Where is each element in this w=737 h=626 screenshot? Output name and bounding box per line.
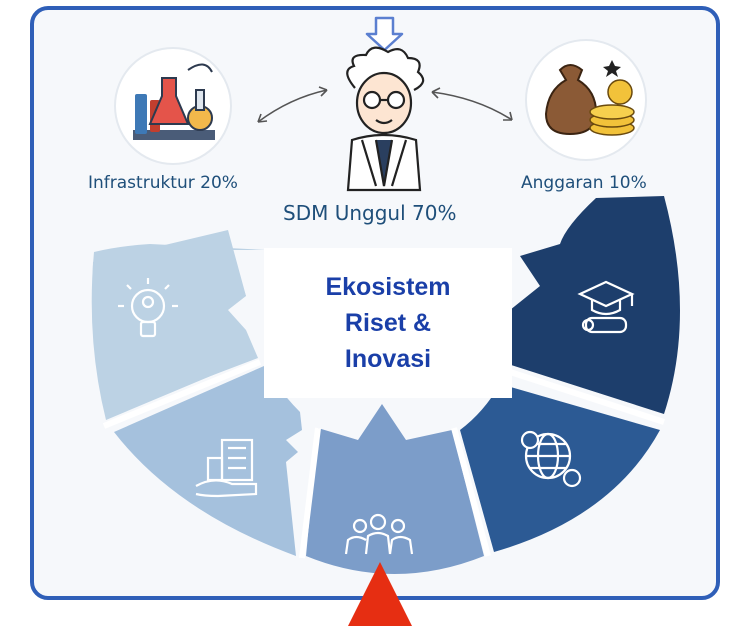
city-building-icon	[195, 438, 258, 498]
center-title-line-1: Ekosistem	[325, 273, 451, 301]
graduation-diploma-icon	[577, 280, 635, 334]
lab-equipment-icon	[114, 47, 232, 165]
people-segment	[306, 404, 484, 574]
connector-arrow-right	[431, 87, 513, 121]
down-arrow-icon	[365, 16, 404, 52]
infrastructure-label: Infrastruktur 20%	[88, 173, 238, 193]
education-segment	[500, 196, 680, 414]
money-bag-icon	[525, 39, 647, 161]
sdm-label: SDM Unggul 70%	[283, 201, 456, 225]
segment-dividers	[102, 359, 665, 559]
people-group-icon	[344, 513, 414, 555]
center-title-line-2: Riset &	[344, 309, 432, 337]
idea-segment-main	[92, 230, 258, 415]
red-up-arrow-icon	[348, 562, 412, 626]
budget-label: Anggaran 10%	[521, 173, 647, 193]
globe-network-icon	[520, 430, 582, 488]
scientist-icon	[346, 46, 425, 192]
lightbulb-icon	[118, 278, 178, 338]
connector-arrow-left	[257, 86, 328, 123]
center-title-box: Ekosistem Riset & Inovasi	[264, 248, 512, 398]
center-title-line-3: Inovasi	[344, 345, 432, 373]
